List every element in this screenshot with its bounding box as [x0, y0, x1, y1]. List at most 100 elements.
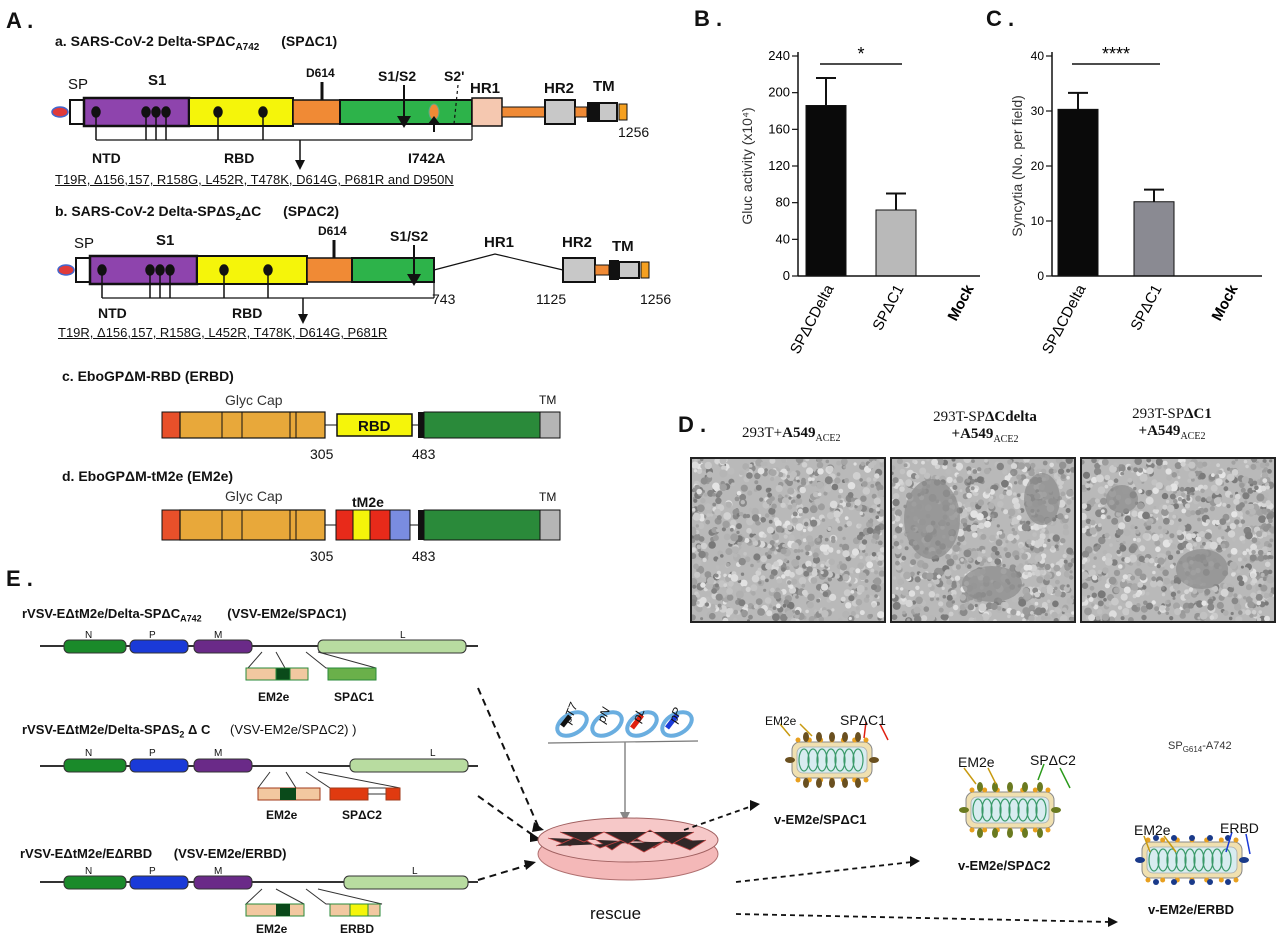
- cell: [1231, 597, 1239, 605]
- cell: [1165, 550, 1172, 556]
- cell: [1162, 504, 1168, 510]
- cell: [744, 538, 750, 543]
- cell: [796, 494, 801, 499]
- cell: [995, 535, 1000, 539]
- cell: [988, 498, 992, 502]
- cell: [1176, 529, 1183, 536]
- panel-label-a: A .: [6, 8, 34, 33]
- cell: [1054, 589, 1062, 597]
- cell: [1005, 551, 1012, 559]
- cell: [1139, 573, 1147, 581]
- cell: [1133, 467, 1139, 473]
- cell: [775, 546, 779, 550]
- cell: [763, 461, 768, 466]
- cell: [1216, 601, 1224, 610]
- cell: [1269, 477, 1274, 482]
- t2-a: 293T-SP: [933, 409, 986, 425]
- cell: [1060, 538, 1066, 544]
- cell: [1055, 579, 1060, 585]
- s1s2-label-a: S1/S2: [378, 68, 417, 84]
- cell: [1239, 535, 1246, 542]
- cell: [1026, 539, 1032, 545]
- cell: [945, 554, 951, 560]
- cell: [1251, 537, 1258, 544]
- cell: [723, 573, 727, 578]
- cell: [1211, 473, 1215, 477]
- cell: [813, 609, 818, 613]
- cell: [1122, 608, 1130, 616]
- cell: [796, 479, 800, 483]
- cell: [1111, 517, 1119, 525]
- cell: [1082, 471, 1091, 479]
- cell: [1069, 575, 1074, 580]
- cell: [1154, 606, 1160, 612]
- cell: [1227, 553, 1232, 558]
- cell: [1233, 498, 1240, 505]
- cell: [892, 477, 899, 484]
- cell: [1234, 459, 1238, 462]
- cell: [740, 586, 748, 593]
- cell: [1176, 550, 1181, 555]
- cell: [946, 476, 953, 484]
- cell: [990, 514, 995, 519]
- cell: [1149, 513, 1153, 517]
- cell: [1121, 578, 1126, 583]
- end-1256-b: 1256: [640, 291, 672, 307]
- cell: [719, 459, 727, 465]
- cell: [1091, 592, 1097, 598]
- cell: [912, 459, 916, 464]
- cell: [1128, 617, 1134, 621]
- cell: [791, 578, 798, 585]
- cell: [952, 463, 957, 467]
- cell: [742, 513, 748, 519]
- cell: [780, 613, 788, 621]
- cell: [714, 508, 721, 516]
- cell: [716, 557, 725, 566]
- cell: [861, 481, 868, 487]
- cell: [1185, 542, 1193, 550]
- cell: [1162, 460, 1168, 466]
- cell: [823, 491, 828, 496]
- cell: [991, 517, 995, 521]
- cell: [764, 513, 770, 518]
- cell: [850, 611, 856, 616]
- cell: [856, 584, 865, 593]
- cell: [976, 476, 984, 484]
- cell: [1089, 585, 1095, 591]
- cell: [1226, 473, 1235, 482]
- cell: [1266, 551, 1271, 556]
- cell: [793, 548, 798, 554]
- panel-label-b: B .: [694, 6, 723, 31]
- cell: [699, 597, 707, 604]
- cell: [1178, 518, 1182, 522]
- cell: [1174, 608, 1182, 616]
- cell: [952, 594, 957, 599]
- cell: [873, 477, 877, 482]
- cell: [1091, 476, 1098, 484]
- cell: [842, 536, 846, 541]
- cell: [892, 471, 894, 475]
- cell: [1037, 538, 1045, 545]
- cell: [696, 593, 700, 598]
- d614-label-a: D614: [306, 66, 335, 80]
- cell: [1251, 549, 1256, 555]
- cell: [1047, 599, 1051, 603]
- cell: [972, 532, 978, 538]
- cell: [760, 517, 766, 523]
- cell: [844, 516, 849, 520]
- cell: [959, 489, 963, 493]
- cell: [1134, 459, 1142, 465]
- cell: [1157, 557, 1165, 565]
- x-tick-label: Mock: [1209, 281, 1242, 323]
- cell: [965, 524, 973, 532]
- construct-b-name: b. SARS-CoV-2 Delta-SPΔS: [55, 203, 236, 219]
- rbd-label-a: RBD: [224, 150, 255, 166]
- cell: [1224, 576, 1232, 583]
- cell: [906, 618, 911, 621]
- construct-a-abbrev: (SPΔC1): [281, 33, 338, 49]
- cell: [813, 619, 818, 621]
- c2-pre: rVSV-EΔtM2e/Delta-SPΔS: [22, 722, 180, 737]
- cell: [1174, 462, 1182, 470]
- cell: [1102, 550, 1108, 555]
